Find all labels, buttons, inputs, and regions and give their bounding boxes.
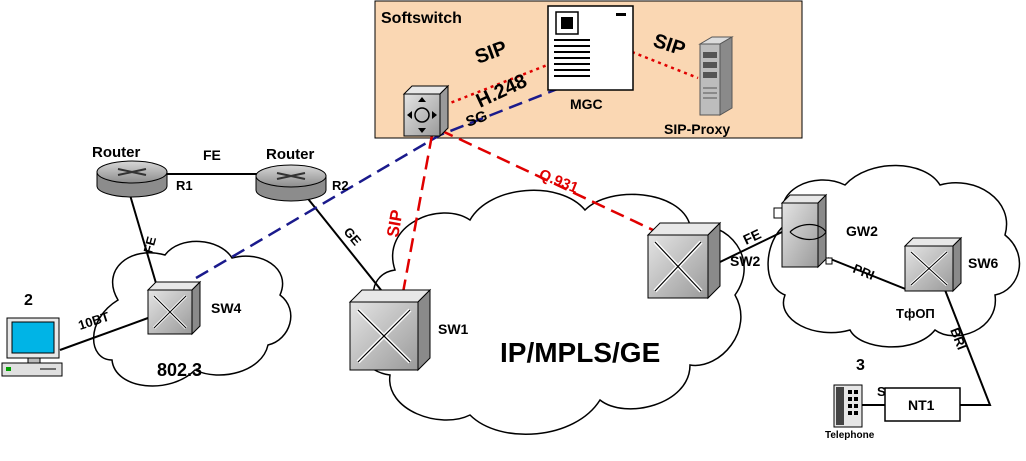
cloud-core <box>352 189 745 435</box>
link-sw2-gw2 <box>719 231 783 263</box>
link-q931 <box>439 128 671 240</box>
router-r1-id: R1 <box>176 178 193 193</box>
label-sip-vertical: SIP <box>383 208 406 238</box>
router-r2 <box>255 164 327 202</box>
tel-number: 3 <box>856 357 865 374</box>
link-r2-sw1 <box>304 194 386 296</box>
nt1-label: NT1 <box>908 397 935 413</box>
softswitch-title: Softswitch <box>381 10 462 27</box>
router-r1 <box>96 160 168 198</box>
switch-sw1-label: SW1 <box>438 321 469 337</box>
sip-proxy-server <box>698 36 734 116</box>
link-sip-sg-sw1 <box>400 134 434 299</box>
link-r1-sw4 <box>129 194 159 291</box>
telephone-label: Telephone <box>825 430 875 441</box>
label-fe-r1-sw4: FE <box>140 235 159 255</box>
switch-sw4-label: SW4 <box>211 300 242 316</box>
switch-sw6 <box>903 236 963 293</box>
sip-proxy-label: SIP-Proxy <box>664 121 730 137</box>
link-gw2-sw6 <box>827 257 909 291</box>
pc-computer <box>1 317 63 377</box>
pc-number: 2 <box>24 292 33 309</box>
link-pc-sw4 <box>59 317 149 351</box>
cloud-pstn <box>767 164 1021 348</box>
switch-sw2-label: SW2 <box>730 253 761 269</box>
nt1-box <box>884 387 961 422</box>
link-sip-mgc-proxy <box>631 50 699 80</box>
sg-gateway <box>402 84 450 138</box>
link-sip-sg-mgc <box>444 60 556 107</box>
cloud-core-label: IP/MPLS/GE <box>500 337 660 368</box>
gateway-gw2 <box>773 193 833 269</box>
gateway-gw2-label: GW2 <box>846 223 878 239</box>
telephone-icon <box>833 384 863 428</box>
label-fe-r1-r2: FE <box>203 147 221 163</box>
label-s: S <box>877 384 886 399</box>
router-r1-title: Router <box>92 144 140 161</box>
mgc-server <box>547 5 634 91</box>
sg-label: SG <box>464 107 490 130</box>
router-r2-id: R2 <box>332 178 349 193</box>
router-r2-title: Router <box>266 146 314 163</box>
switch-sw6-label: SW6 <box>968 255 999 271</box>
label-fe-sw2: FE <box>741 226 764 248</box>
link-sw6-nt1 <box>944 289 992 406</box>
cloud-pstn-label: ТфОП <box>896 306 935 321</box>
mgc-label: MGC <box>570 96 603 112</box>
switch-sw4 <box>146 280 202 336</box>
switch-sw2 <box>646 221 722 300</box>
switch-sw1 <box>348 288 432 372</box>
cloud-lan-label: 802.3 <box>157 360 202 380</box>
